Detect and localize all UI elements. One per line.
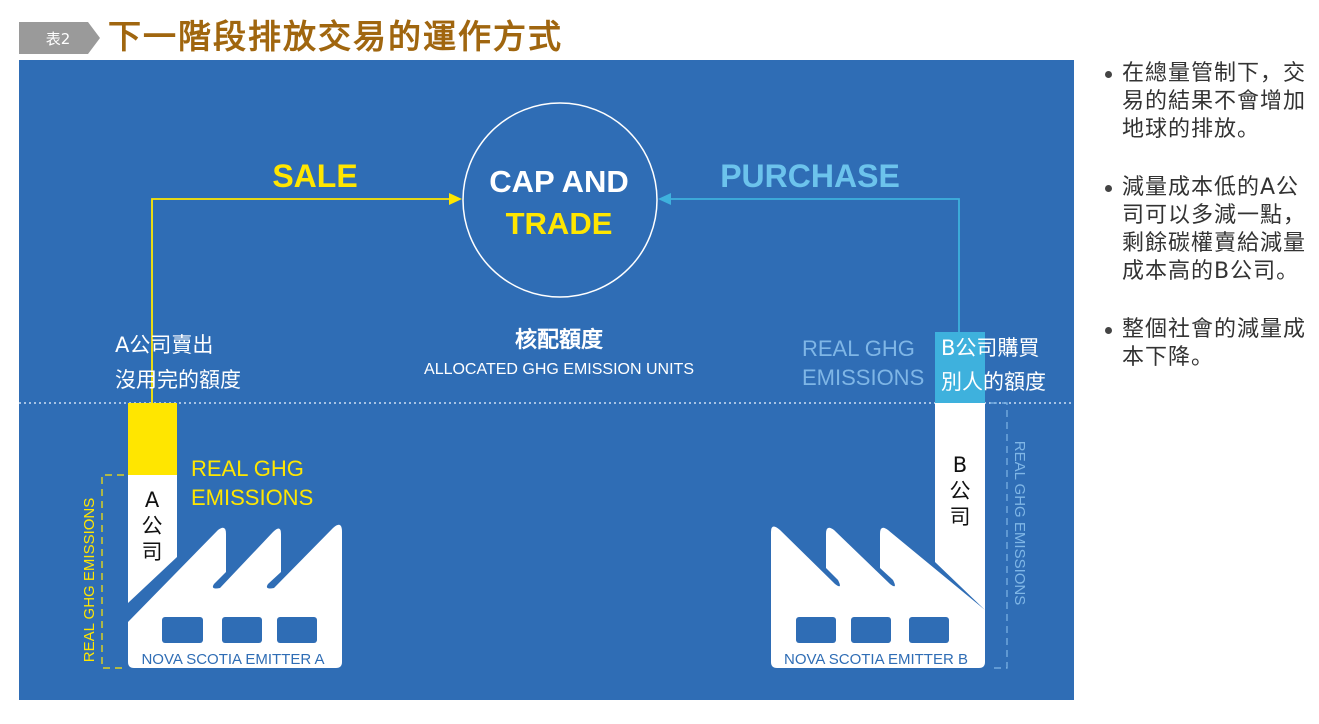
b-chimney-label: B xyxy=(953,453,967,477)
cap-and-trade-circle xyxy=(462,102,658,298)
summary-bullets: 在總量管制下，交易的結果不會增加地球的排放。 減量成本低的A公司可以多減一點，剩… xyxy=(1102,60,1307,402)
sale-arrow xyxy=(151,198,452,403)
b-bracket-label: REAL GHG EMISSIONS xyxy=(1011,441,1028,605)
a-chimney-surplus xyxy=(128,403,177,475)
emitter-a-label: NOVA SCOTIA EMITTER A xyxy=(141,651,324,668)
trade-label: TRADE xyxy=(506,206,613,241)
cap-and-trade-label: CAP AND xyxy=(489,164,629,199)
factory-b-window xyxy=(851,617,891,643)
bullet-text: 在總量管制下，交易的結果不會增加地球的排放。 xyxy=(1122,61,1307,142)
b-chimney-purchased xyxy=(935,332,985,403)
bullet-dot-icon xyxy=(1105,327,1112,334)
purchase-label: PURCHASE xyxy=(720,158,900,194)
a-real-emissions-line1: REAL GHG xyxy=(191,456,304,481)
factory-a-window xyxy=(277,617,317,643)
a-sell-label-line2: 沒用完的額度 xyxy=(115,368,241,392)
bullet-dot-icon xyxy=(1105,185,1112,192)
a-bracket-label: REAL GHG EMISSIONS xyxy=(81,498,98,662)
a-chimney xyxy=(128,475,177,603)
emitter-b-label: NOVA SCOTIA EMITTER B xyxy=(784,651,968,668)
b-emissions-bracket xyxy=(990,402,1008,669)
sale-label: SALE xyxy=(272,158,357,194)
table-badge xyxy=(19,22,100,54)
factory-b-window xyxy=(909,617,949,643)
allocated-en-label: ALLOCATED GHG EMISSION UNITS xyxy=(424,361,694,378)
table-badge-label: 表2 xyxy=(46,30,71,48)
b-buy-label-line1: B公司購買 xyxy=(941,336,1039,360)
bullet-item: 減量成本低的A公司可以多減一點，剩餘碳權賣給減量成本高的B公司。 xyxy=(1102,174,1307,286)
a-chimney-label: 公 xyxy=(142,514,163,538)
a-real-emissions-line2: EMISSIONS xyxy=(191,485,313,510)
b-chimney-label: 公 xyxy=(950,479,971,503)
bullet-dot-icon xyxy=(1105,71,1112,78)
b-real-emissions-line2: EMISSIONS xyxy=(802,365,924,390)
factory-a-window xyxy=(162,617,203,643)
purchase-arrow xyxy=(668,198,960,332)
bullet-item: 整個社會的減量成本下降。 xyxy=(1102,316,1307,372)
factory-b-icon xyxy=(771,403,985,668)
page-title: 下一階段排放交易的運作方式 xyxy=(108,17,563,56)
factory-a-window xyxy=(222,617,262,643)
bullet-text: 減量成本低的A公司可以多減一點，剩餘碳權賣給減量成本高的B公司。 xyxy=(1122,175,1307,284)
b-chimney-label: 司 xyxy=(950,505,971,529)
a-chimney-label: 司 xyxy=(142,540,163,564)
bullet-item: 在總量管制下，交易的結果不會增加地球的排放。 xyxy=(1102,60,1307,144)
b-real-emissions-line1: REAL GHG xyxy=(802,336,915,361)
b-buy-label-line2: 別人的額度 xyxy=(941,370,1046,394)
sale-arrowhead-icon xyxy=(449,193,462,205)
a-chimney-label: A xyxy=(145,488,160,512)
a-sell-label-line1: A公司賣出 xyxy=(115,333,213,357)
factory-b-window xyxy=(796,617,836,643)
purchase-arrowhead-icon xyxy=(658,193,671,205)
bullet-text: 整個社會的減量成本下降。 xyxy=(1122,317,1307,370)
allocated-cn-label: 核配額度 xyxy=(515,327,604,353)
